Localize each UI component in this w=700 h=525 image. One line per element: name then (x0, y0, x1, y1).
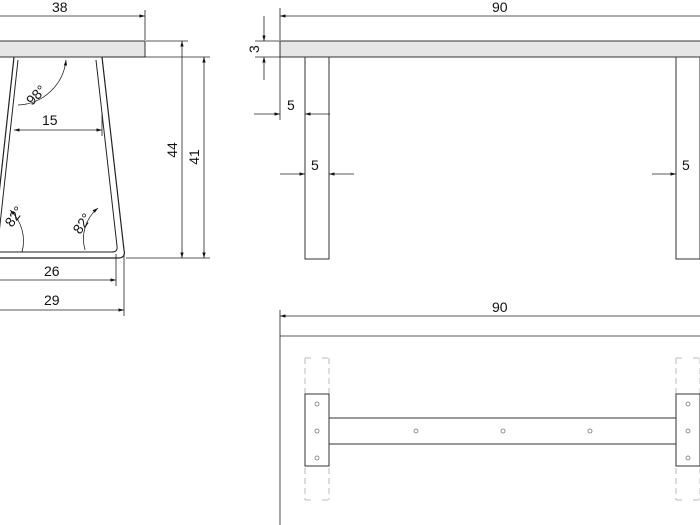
side-leg-left (304, 56, 330, 260)
top-view: 90 (279, 299, 700, 525)
front-view: 38 44 41 98° 15 82° 82° 26 29 (0, 0, 210, 316)
dim-side-length: 90 (492, 0, 508, 15)
dim-front-height-leg: 41 (186, 149, 202, 165)
dim-top-length: 90 (492, 299, 508, 315)
side-leg-right (675, 56, 700, 260)
dim-front-outer-bottom-width: 29 (44, 292, 60, 308)
dim-front-angle-left: 82° (1, 203, 26, 230)
dim-side-leg-width-right: 5 (682, 157, 690, 173)
front-leg-frame-outer (0, 56, 125, 259)
front-leg-frame-inner (0, 59, 118, 253)
front-seat-board (0, 40, 146, 58)
dim-front-height-total: 44 (164, 142, 180, 158)
top-screw-holes (314, 401, 691, 461)
side-seat-board (279, 40, 700, 58)
side-view: 90 3 5 5 5 (246, 0, 700, 260)
dim-side-leg-offset: 5 (287, 97, 295, 113)
dim-front-inner-top-width: 15 (42, 112, 58, 128)
dim-side-leg-width-left: 5 (311, 157, 319, 173)
dim-front-angle-right: 82° (69, 210, 94, 237)
dim-side-thickness: 3 (246, 45, 262, 53)
dim-front-top-width: 38 (52, 0, 68, 15)
dim-front-inner-bottom-width: 26 (44, 263, 60, 279)
